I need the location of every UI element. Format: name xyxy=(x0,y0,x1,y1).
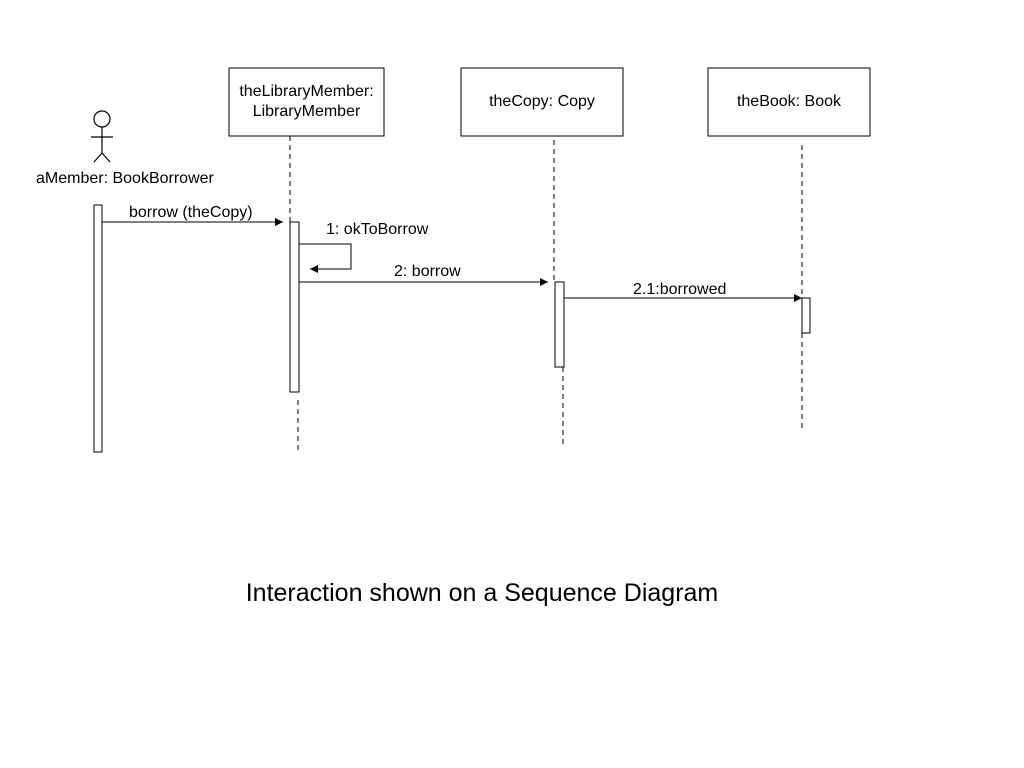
activation-bar-copy xyxy=(554,281,565,368)
message-arrow-oktoborrow xyxy=(299,243,352,273)
diagram-caption: Interaction shown on a Sequence Diagram xyxy=(245,579,719,607)
participant-box-book xyxy=(707,67,871,137)
actor-label: aMember: BookBorrower xyxy=(36,170,214,187)
message-label-oktoborrow: 1: okToBorrow xyxy=(326,221,429,238)
message-label-borrow: 2: borrow xyxy=(394,263,461,280)
activation-bar-book xyxy=(801,297,811,334)
message-label-borrowed: 2.1:borrowed xyxy=(633,281,727,298)
activation-bar-library-member xyxy=(289,221,300,393)
message-label-borrow-thecopy: borrow (theCopy) xyxy=(129,204,253,221)
actor-figure xyxy=(91,110,113,163)
participant-label-book: theBook: Book xyxy=(736,93,842,110)
activation-bar-member xyxy=(93,204,103,453)
participant-box-copy xyxy=(460,67,624,137)
participant-label-library-member: theLibraryMember: LibraryMember xyxy=(239,83,374,120)
participant-box-library-member xyxy=(228,67,385,137)
participant-label-copy: theCopy: Copy xyxy=(489,93,595,110)
